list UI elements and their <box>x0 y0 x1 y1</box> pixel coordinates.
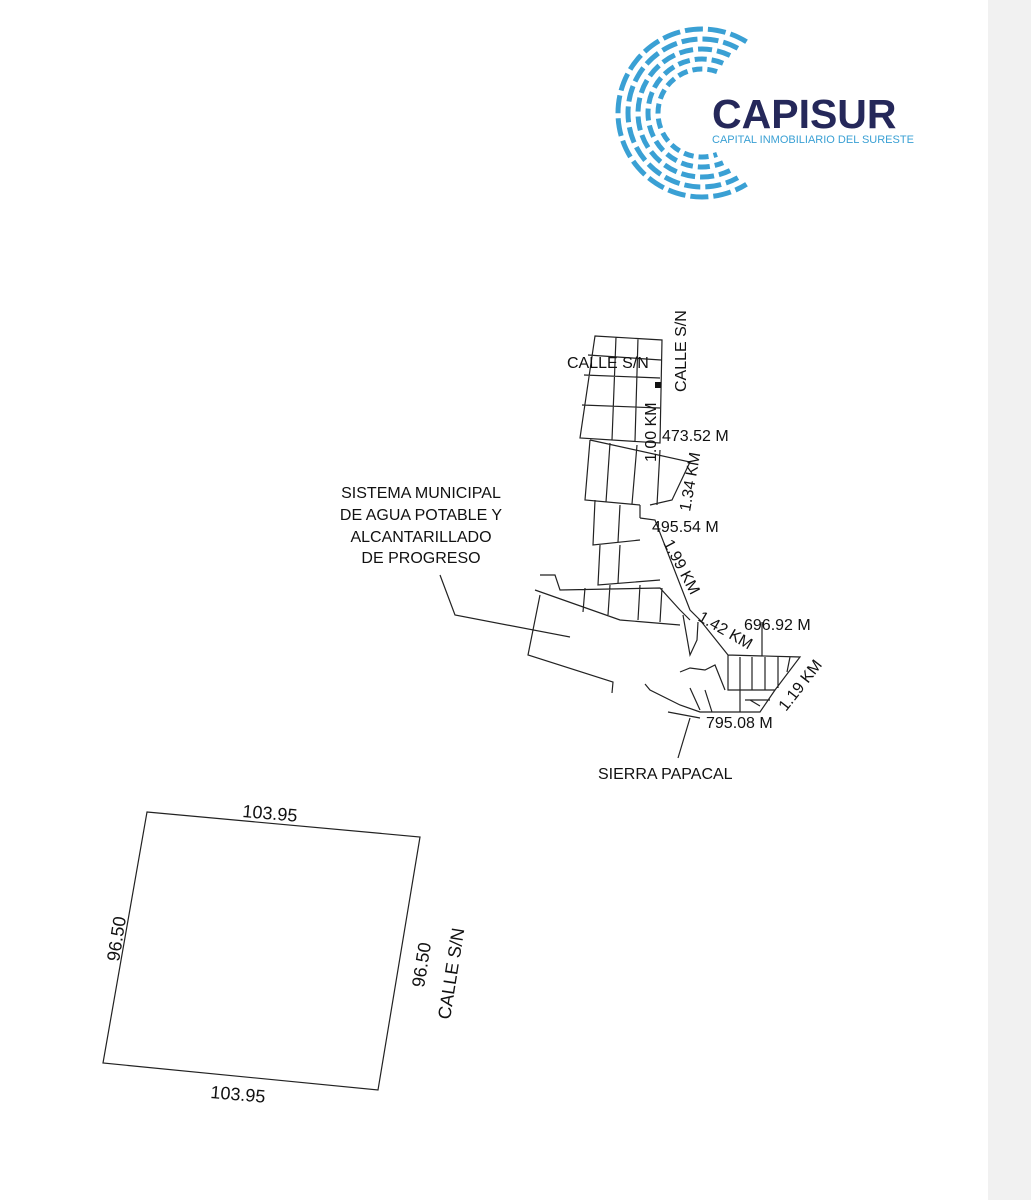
leader-lines <box>439 574 763 759</box>
logo-tagline: CAPITAL INMOBILIARIO DEL SURESTE <box>712 134 914 146</box>
label-dist-1: 1.00 KM <box>643 402 660 462</box>
lot-outline <box>102 811 421 1091</box>
parcel-lines <box>527 335 802 719</box>
label-dist-7: 696.92 M <box>744 617 811 634</box>
lot-bottom-dim: 103.95 <box>210 1082 267 1107</box>
lot-right-dim: 96.50 <box>408 941 435 989</box>
label-dist-9: 795.08 M <box>706 715 773 732</box>
logo-arc <box>635 46 732 180</box>
label-calle-v: CALLE S/N <box>673 310 690 392</box>
location-marker <box>655 382 661 388</box>
logo-arc <box>655 66 718 160</box>
label-sistema-4: DE PROGRESO <box>361 550 480 567</box>
logo-arcs-icon <box>615 26 748 200</box>
label-sistema-3: ALCANTARILLADO <box>350 529 491 546</box>
capisur-logo: CAPISUR CAPITAL INMOBILIARIO DEL SURESTE <box>615 26 914 200</box>
side-margin <box>988 0 1031 1200</box>
label-sistema-2: DE AGUA POTABLE Y <box>340 507 502 524</box>
label-dist-2: 473.52 M <box>662 428 729 445</box>
logo-arc <box>625 36 740 190</box>
lot-top-dim: 103.95 <box>242 801 299 826</box>
lot-street-label: CALLE S/N <box>434 927 468 1021</box>
label-calle-h: CALLE S/N <box>567 355 649 372</box>
label-sierra-papacal: SIERRA PAPACAL <box>598 766 733 783</box>
label-dist-8: 1.19 KM <box>776 657 826 714</box>
lot-plan: 103.95 103.95 96.50 96.50 CALLE S/N <box>102 801 468 1107</box>
logo-brand: CAPISUR <box>712 91 897 137</box>
location-map: CALLE S/N CALLE S/N 1.00 KM 473.52 M 1.3… <box>340 310 826 783</box>
label-sistema-1: SISTEMA MUNICIPAL <box>341 485 501 502</box>
label-dist-4: 495.54 M <box>652 519 719 536</box>
logo-arc <box>615 26 748 200</box>
lot-left-dim: 96.50 <box>103 915 130 963</box>
logo-arc <box>645 56 725 170</box>
